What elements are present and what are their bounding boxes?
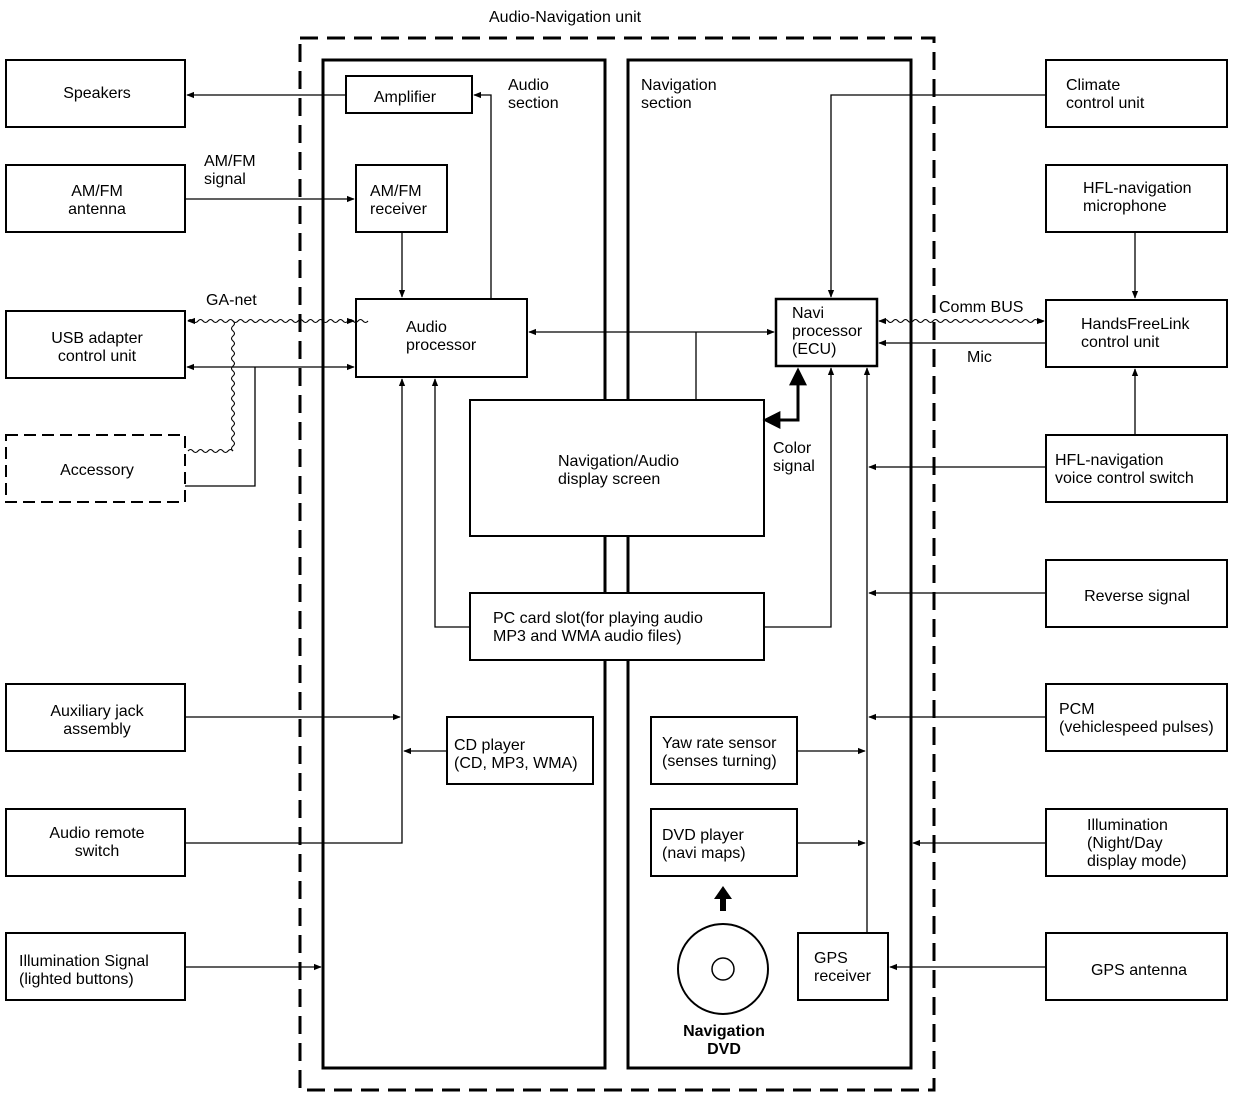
amplifier-label: Amplifier: [374, 89, 437, 106]
wire-ga-net-branch: [230, 320, 236, 452]
dvd-player-box: DVD player(navi maps): [650, 808, 798, 877]
wire-comm-bus: [882, 318, 1044, 324]
wire-ga-net-accessory: [187, 448, 234, 454]
cd-player-box: CD player(CD, MP3, WMA): [446, 716, 594, 785]
wire-pccard-audio: [431, 378, 470, 628]
comm-bus-label: Comm BUS: [939, 299, 1023, 316]
accessory-box: Accessory: [5, 434, 186, 503]
gps-antenna-label: GPS antenna: [1091, 962, 1187, 979]
wire-audio-remote: [185, 378, 406, 844]
illumination-signal-label: Illumination Signal(lighted buttons): [19, 953, 149, 988]
wire-pccard-navi: [764, 367, 835, 628]
unit-title: Audio-Navigation unit: [489, 9, 642, 26]
speakers-box: Speakers: [5, 59, 186, 128]
wire-climate-navi: [827, 94, 1046, 298]
yaw-sensor-label: Yaw rate sensor(senses turning): [662, 735, 777, 770]
speakers-label: Speakers: [63, 85, 131, 102]
navigation-section-frame: [626, 58, 913, 1070]
reverse-signal-label: Reverse signal: [1084, 588, 1190, 605]
pcm-box: PCM(vehiclespeed pulses): [1045, 683, 1228, 752]
gps-antenna-box: GPS antenna: [1045, 932, 1228, 1001]
cd-player-label: CD player(CD, MP3, WMA): [454, 737, 578, 772]
pcm-label: PCM(vehiclespeed pulses): [1059, 701, 1214, 736]
dvd-insert-arrow-icon: [714, 886, 732, 911]
dvd-hole-icon: [711, 957, 735, 981]
accessory-label: Accessory: [60, 462, 134, 479]
dvd-player-label: DVD player(navi maps): [662, 827, 746, 862]
audio-section-frame: [321, 58, 607, 1070]
reverse-signal-box: Reverse signal: [1045, 559, 1228, 628]
wire-processor-amplifier: [473, 91, 492, 299]
wire-accessory-line: [185, 367, 256, 487]
ga-net-label: GA-net: [206, 292, 257, 309]
yaw-sensor-box: Yaw rate sensor(senses turning): [650, 716, 798, 785]
audio-navigation-unit-outline: [298, 36, 936, 1092]
illumination-signal-box: Illumination Signal(lighted buttons): [5, 932, 186, 1001]
mic-label: Mic: [967, 349, 992, 366]
connections: [185, 91, 1139, 971]
wire-ga-net: [187, 318, 369, 324]
amplifier-box: Amplifier: [345, 75, 473, 114]
wire-color-signal: [762, 367, 807, 429]
